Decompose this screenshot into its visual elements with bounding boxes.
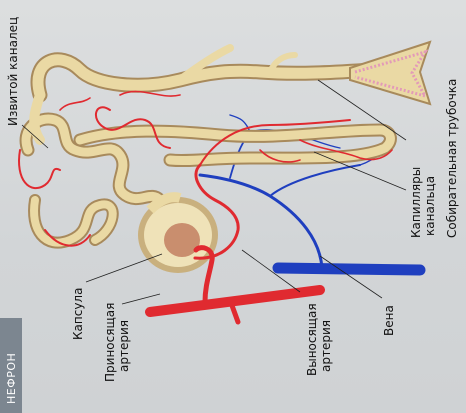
capsule	[138, 197, 218, 273]
label-convoluted-tubule: Извитой каналец	[6, 17, 20, 126]
label-capillaries-line2: канальца	[423, 176, 437, 236]
label-efferent-line1: Выносящая	[305, 303, 319, 376]
label-efferent-line2: артерия	[319, 320, 333, 372]
duct-end	[350, 42, 430, 104]
label-afferent-line2: артерия	[117, 320, 131, 372]
label-afferent-line1: Приносящая	[103, 303, 117, 382]
label-capillaries-line1: Капилляры	[409, 167, 423, 238]
label-collecting-duct: Собирательная трубочка	[445, 79, 459, 238]
label-capsule: Капсула	[71, 288, 85, 340]
label-vein: Вена	[382, 305, 396, 336]
tag-text: НЕФРОН	[5, 353, 18, 404]
